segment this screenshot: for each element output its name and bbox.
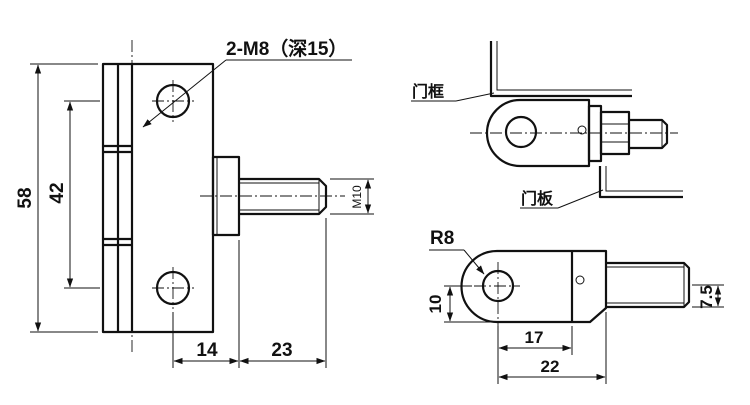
- dim-total-length: 22: [541, 357, 560, 376]
- door-panel-bracket: [598, 166, 683, 199]
- dim-hole-spacing: 42: [47, 182, 68, 203]
- dim-plate-width: 14: [196, 340, 218, 361]
- eye-part-outline: [460, 249, 608, 324]
- dim-thread: M10: [350, 185, 364, 209]
- frame-label-leader: [455, 92, 495, 102]
- dim-overall-height: 58: [15, 187, 36, 208]
- hole-callout-text: 2-M8（深15）: [226, 37, 347, 60]
- threaded-shaft: [239, 177, 328, 216]
- threaded-shaft-assembled: [629, 118, 669, 150]
- assembly-view: 门框 门板: [411, 41, 683, 209]
- radius-leader: [463, 249, 485, 275]
- dim-shaft-length: 23: [271, 340, 292, 361]
- dim-to-shaft: 17: [525, 328, 544, 347]
- pin-hole: [577, 125, 587, 135]
- label-door-frame: 门框: [412, 82, 444, 101]
- hole-callout-leader: [142, 59, 227, 128]
- door-frame-bracket: [489, 41, 632, 98]
- label-door-panel: 门板: [521, 189, 554, 208]
- door-frame-bracket-inner: [496, 41, 632, 91]
- shaft-side: [606, 261, 691, 309]
- front-view: 2-M8（深15） 58 42 14 23 M10: [15, 37, 374, 368]
- dim-radius: R8: [430, 228, 454, 249]
- dim-shaft-height: 7.5: [697, 285, 716, 309]
- dim-eye-height: 10: [426, 295, 445, 314]
- shaft-flange: [211, 155, 241, 237]
- side-view: R8 10 17 22 7.5: [426, 228, 724, 384]
- eye-hole: [504, 115, 538, 149]
- hinge-eye-part: [485, 98, 591, 168]
- door-panel-bracket-inner: [605, 166, 683, 192]
- pin-hole: [575, 275, 585, 285]
- door-label-leader: [557, 189, 604, 209]
- washer: [587, 104, 603, 163]
